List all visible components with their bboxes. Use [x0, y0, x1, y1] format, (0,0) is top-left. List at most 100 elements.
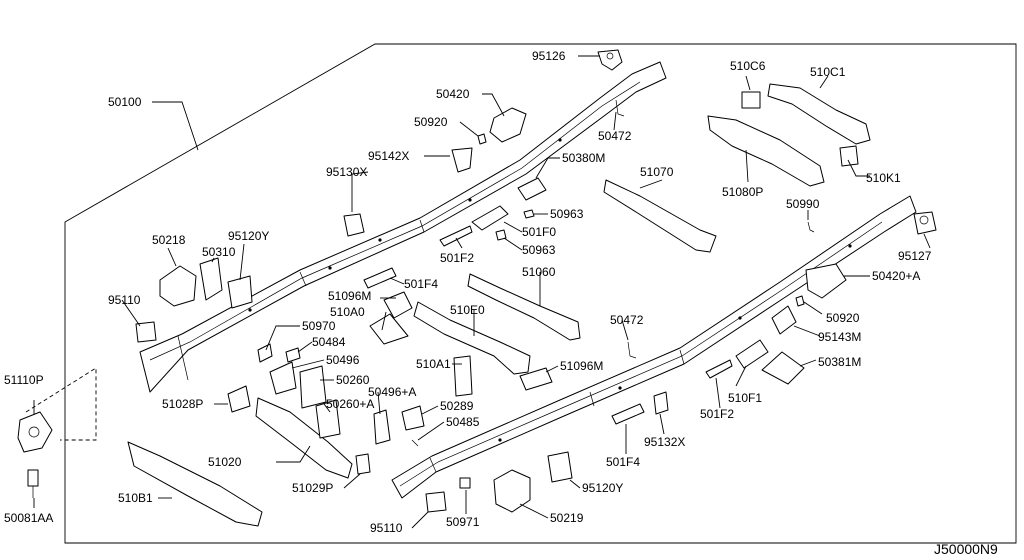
bracket-95142x [451, 147, 473, 173]
diagram-id: J50000N9 [934, 541, 998, 557]
bracket-50496a [373, 409, 391, 445]
label-50310[interactable]: 50310 [202, 245, 236, 259]
bracket-95143m [771, 305, 797, 335]
label-95120y-right[interactable]: 95120Y [582, 481, 623, 495]
label-50920-right[interactable]: 50920 [826, 311, 860, 325]
label-501f4-lower[interactable]: 501F4 [606, 455, 640, 469]
right-side-rail [391, 195, 917, 499]
label-51029p[interactable]: 51029P [292, 481, 333, 495]
label-501f4-upper[interactable]: 501F4 [404, 277, 438, 291]
label-510e0[interactable]: 510E0 [450, 303, 485, 317]
label-510b1[interactable]: 510B1 [118, 491, 153, 505]
bracket-51096m [383, 291, 413, 319]
label-50971[interactable]: 50971 [446, 515, 480, 529]
crossmember-51060 [467, 273, 581, 341]
bracket-50970 [257, 343, 273, 363]
label-51060[interactable]: 51060 [522, 265, 556, 279]
bracket-501f0 [471, 205, 509, 231]
label-50081aa[interactable]: 50081AA [4, 511, 53, 525]
bracket-50420a [805, 263, 847, 299]
left-side-rail [139, 61, 667, 393]
label-510c1[interactable]: 510C1 [810, 65, 846, 79]
label-510c6[interactable]: 510C6 [730, 59, 766, 73]
bracket-95110 [135, 321, 157, 343]
label-50219[interactable]: 50219 [550, 511, 584, 525]
crossmember-51020 [255, 397, 353, 479]
label-51070[interactable]: 51070 [640, 165, 674, 179]
bracket-50381m [761, 351, 805, 385]
bracket-501f2b [705, 359, 733, 379]
label-50990[interactable]: 50990 [786, 197, 820, 211]
bracket-501f2a [439, 225, 473, 247]
label-50472-mid[interactable]: 50472 [610, 313, 644, 327]
label-50289[interactable]: 50289 [440, 399, 474, 413]
label-51020[interactable]: 51020 [208, 455, 242, 469]
label-95142x[interactable]: 95142X [368, 149, 409, 163]
label-95110-left[interactable]: 95110 [108, 293, 141, 307]
label-50485[interactable]: 50485 [446, 415, 480, 429]
bracket-50289 [401, 405, 425, 431]
bracket-510a0 [369, 313, 409, 345]
label-95143m[interactable]: 95143M [818, 330, 861, 344]
bracket-95126 [597, 49, 623, 71]
bracket-510c6 [741, 91, 761, 109]
bracket-50420 [489, 107, 527, 143]
label-50496a[interactable]: 50496+A [368, 385, 416, 399]
bracket-95130x [343, 213, 365, 237]
bracket-50260 [299, 365, 327, 409]
clip-50485 [411, 439, 419, 447]
crossmember-510c1 [767, 83, 871, 145]
label-51028p[interactable]: 51028P [162, 397, 203, 411]
bracket-50963a [523, 209, 535, 219]
bracket-95127 [913, 211, 937, 235]
label-50484[interactable]: 50484 [312, 335, 346, 349]
label-50420a[interactable]: 50420+A [872, 269, 920, 283]
label-95127[interactable]: 95127 [898, 249, 932, 263]
label-50380m[interactable]: 50380M [562, 151, 605, 165]
label-501f0[interactable]: 501F0 [522, 225, 556, 239]
label-95132x[interactable]: 95132X [644, 435, 685, 449]
label-50420[interactable]: 50420 [436, 87, 470, 101]
label-510a1[interactable]: 510A1 [416, 357, 451, 371]
label-50218[interactable]: 50218 [152, 233, 186, 247]
bracket-50380m [517, 177, 547, 201]
bracket-95120y2 [547, 451, 573, 483]
label-95110-right[interactable]: 95110 [370, 521, 403, 535]
label-510a0[interactable]: 510A0 [330, 305, 365, 319]
label-95130x[interactable]: 95130X [326, 165, 367, 179]
bracket-50219 [493, 469, 531, 513]
label-51080p[interactable]: 51080P [722, 185, 763, 199]
label-51110p[interactable]: 51110P [4, 373, 44, 387]
label-50963-lower[interactable]: 50963 [522, 243, 556, 257]
bracket-50920 [477, 133, 487, 145]
front-bumper-510b1 [127, 441, 263, 527]
bolt-50081aa [27, 469, 39, 487]
label-50496[interactable]: 50496 [326, 353, 360, 367]
label-501f2-upper[interactable]: 501F2 [440, 251, 474, 265]
bracket-51029p [355, 453, 371, 475]
label-95126[interactable]: 95126 [532, 49, 566, 63]
label-51096m-lower[interactable]: 51096M [560, 359, 603, 373]
label-50260a[interactable]: 50260+A [326, 397, 374, 411]
label-50100[interactable]: 50100 [108, 95, 142, 109]
tow-hook-51110p [17, 411, 53, 453]
bracket-51096m2 [519, 367, 553, 391]
label-51096m-upper[interactable]: 51096M [328, 289, 371, 303]
label-50970[interactable]: 50970 [302, 319, 336, 333]
label-510f1[interactable]: 510F1 [728, 391, 762, 405]
bracket-50963b [495, 229, 507, 241]
label-50963-upper[interactable]: 50963 [550, 207, 584, 221]
label-510k1[interactable]: 510K1 [866, 171, 901, 185]
label-501f2-lower[interactable]: 501F2 [700, 407, 734, 421]
bracket-50496 [269, 361, 297, 395]
label-50381m[interactable]: 50381M [818, 355, 861, 369]
label-50260[interactable]: 50260 [336, 373, 370, 387]
label-95120y-left[interactable]: 95120Y [228, 229, 269, 243]
part-labels: 50100 95126 50420 50920 50472 95142X 951… [4, 49, 932, 535]
bracket-50484 [285, 347, 301, 363]
bracket-95110b [425, 491, 447, 513]
diagram-boundary [64, 43, 1017, 544]
label-50472-top[interactable]: 50472 [598, 129, 632, 143]
label-50920[interactable]: 50920 [414, 115, 448, 129]
